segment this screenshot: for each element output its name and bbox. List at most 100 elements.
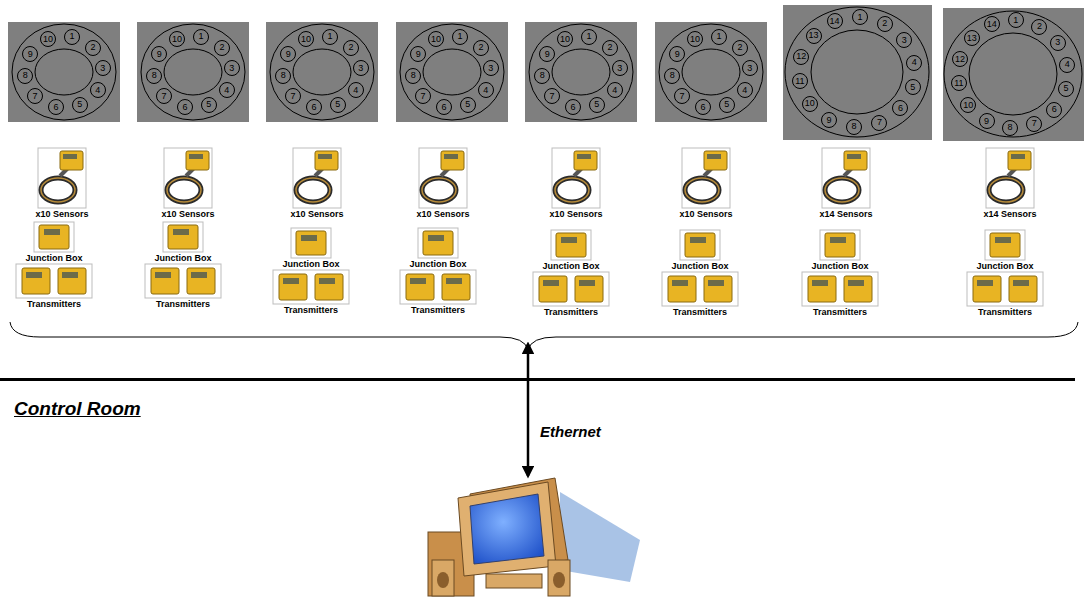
callout-number: 3	[229, 64, 234, 73]
sensor-position-circle: 10	[802, 96, 818, 112]
sensor-icon	[822, 148, 870, 208]
equipment-label: x10 Sensors	[416, 209, 469, 220]
callout-number: 5	[910, 83, 915, 92]
sensor-position-circle: 2	[473, 40, 489, 56]
callout-number: 6	[441, 103, 446, 112]
tank-outer	[785, 7, 929, 137]
sensor-position-circle: 4	[1059, 57, 1075, 73]
sensor-position-circle: 5	[72, 97, 88, 113]
junction-box-icon	[680, 230, 720, 260]
callout-number: 8	[152, 71, 157, 80]
sensor-position-circle: 6	[306, 99, 322, 115]
transmitter-icons	[145, 264, 221, 298]
callout-number: 1	[199, 32, 204, 41]
sensor-position-circle: 1	[322, 29, 338, 45]
sensor-position-circle: 5	[460, 97, 476, 113]
tank-square	[943, 8, 1084, 141]
sensor-position-circle: 4	[478, 82, 494, 98]
tank-outer	[944, 11, 1082, 137]
sensor-icon	[986, 148, 1034, 208]
equipment-label: x10 Sensors	[679, 209, 732, 220]
callout-number: 5	[206, 100, 211, 109]
callout-number: 2	[737, 43, 742, 52]
callout-number: 14	[830, 17, 840, 26]
callout-number: 10	[301, 35, 311, 44]
computer-icon	[428, 478, 640, 596]
callout-number: 13	[809, 31, 819, 40]
sensor-icon	[164, 148, 212, 208]
equipment-label: Junction Box	[282, 259, 339, 270]
callout-number: 4	[483, 86, 488, 95]
sensor-position-circle: 1	[1008, 12, 1024, 28]
equipment-label: Junction Box	[154, 253, 211, 264]
callout-number: 5	[724, 100, 729, 109]
sensor-position-circle: 5	[589, 97, 605, 113]
sensor-position-circle: 5	[201, 97, 217, 113]
callout-number: 4	[742, 86, 747, 95]
callout-number: 3	[617, 64, 622, 73]
sensor-position-circle: 13	[806, 28, 822, 44]
callout-number: 7	[291, 92, 296, 101]
tank-plan	[137, 22, 249, 122]
sensor-position-circle: 2	[343, 40, 359, 56]
callout-number: 1	[70, 32, 75, 41]
sensor-position-circle: 4	[737, 82, 753, 98]
callout-number: 4	[912, 58, 917, 67]
equipment-label: Junction Box	[976, 261, 1033, 272]
callout-number: 4	[224, 86, 229, 95]
callout-number: 4	[1065, 60, 1070, 69]
callout-number: 9	[416, 50, 421, 59]
callout-number: 10	[43, 35, 53, 44]
callout-number: 14	[987, 20, 997, 29]
equipment-label: x10 Sensors	[35, 209, 88, 220]
tank-plan	[655, 22, 767, 122]
sensor-position-circle: 6	[436, 99, 452, 115]
sensor-position-circle: 1	[64, 29, 80, 45]
sensor-position-circle: 13	[964, 30, 980, 46]
callout-number: 4	[353, 86, 358, 95]
callout-number: 1	[858, 13, 863, 22]
callout-number: 3	[747, 64, 752, 73]
callout-number: 3	[1055, 38, 1060, 47]
junction-box-icon	[291, 228, 331, 258]
transmitter-icons	[400, 270, 476, 304]
callout-number: 10	[431, 35, 441, 44]
callout-number: 1	[717, 32, 722, 41]
sensor-position-circle: 14	[984, 16, 1000, 32]
callout-number: 6	[53, 103, 58, 112]
area-label: Control Room	[14, 398, 141, 420]
junction-box-icon	[34, 222, 74, 252]
sensor-position-circle: 4	[219, 82, 235, 98]
control-room-divider	[0, 378, 1075, 381]
callout-number: 7	[680, 92, 685, 101]
sensor-position-circle: 3	[742, 60, 758, 76]
callout-number: 9	[545, 50, 550, 59]
callout-number: 5	[465, 100, 470, 109]
callout-number: 2	[219, 43, 224, 52]
sensor-position-circle: 4	[90, 82, 106, 98]
sensor-position-circle: 6	[177, 99, 193, 115]
tank-plan	[8, 22, 120, 122]
callout-number: 6	[1052, 105, 1057, 114]
callout-number: 3	[100, 64, 105, 73]
callout-number: 9	[675, 50, 680, 59]
equipment-label: Transmitters	[813, 307, 867, 318]
tank-plan	[266, 22, 378, 122]
equipment-label: Transmitters	[978, 307, 1032, 318]
callout-number: 3	[488, 64, 493, 73]
sensor-position-circle: 2	[214, 40, 230, 56]
tank-inner	[969, 33, 1057, 115]
sensor-position-circle: 5	[330, 97, 346, 113]
sensor-position-circle: 8	[17, 68, 33, 84]
sensor-icon	[419, 148, 467, 208]
sensor-position-circle: 8	[664, 68, 680, 84]
equipment-label: x14 Sensors	[983, 209, 1036, 220]
transmitter-icons	[967, 272, 1043, 306]
callout-number: 2	[882, 19, 887, 28]
callout-number: 1	[1013, 16, 1018, 25]
sensor-position-circle: 4	[607, 82, 623, 98]
callout-number: 6	[700, 103, 705, 112]
callout-number: 11	[795, 77, 804, 86]
equipment-label: Transmitters	[156, 299, 210, 310]
callout-number: 2	[607, 43, 612, 52]
